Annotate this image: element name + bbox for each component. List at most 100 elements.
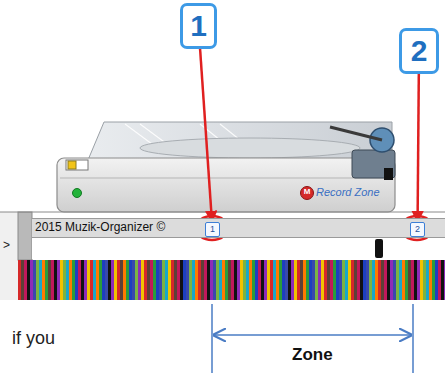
color-stripe xyxy=(438,260,441,300)
node-text: 1 xyxy=(190,11,207,41)
color-stripe xyxy=(408,260,411,300)
color-stripe xyxy=(369,260,372,300)
color-stripe xyxy=(153,260,156,300)
color-stripe xyxy=(138,260,141,300)
color-stripe xyxy=(198,260,201,300)
color-stripe xyxy=(360,260,363,300)
color-stripe xyxy=(96,260,99,300)
color-stripe xyxy=(201,260,204,300)
color-stripe xyxy=(321,260,324,300)
body-text: if you xyxy=(12,328,55,349)
color-stripe xyxy=(381,260,384,300)
color-stripe xyxy=(117,260,120,300)
color-stripe xyxy=(291,260,294,300)
color-stripe xyxy=(411,260,414,300)
color-stripe xyxy=(246,260,249,300)
color-stripe xyxy=(51,260,54,300)
node-text: 2015 Muzik-Organizer © xyxy=(32,219,445,236)
color-stripe xyxy=(372,260,375,300)
color-stripe xyxy=(309,260,312,300)
color-stripe xyxy=(336,260,339,300)
dimension-extension xyxy=(211,304,213,373)
color-stripe xyxy=(102,260,105,300)
color-stripe xyxy=(216,260,219,300)
dimension-line xyxy=(214,334,411,336)
callout-arrow xyxy=(418,74,419,222)
color-stripe xyxy=(177,260,180,300)
color-stripe xyxy=(21,260,24,300)
color-stripe xyxy=(363,260,366,300)
logo-disc xyxy=(301,187,314,200)
color-stripe xyxy=(270,260,273,300)
color-stripe xyxy=(144,260,147,300)
color-strip xyxy=(18,260,445,300)
color-stripe xyxy=(387,260,390,300)
title-bar: 2015 Muzik-Organizer ©1 2 xyxy=(32,218,445,238)
tonearm-lever xyxy=(384,168,393,180)
color-stripe xyxy=(252,260,255,300)
prompt-mark: > xyxy=(3,239,10,253)
color-stripe xyxy=(87,260,90,300)
color-stripe xyxy=(84,260,87,300)
color-stripe xyxy=(330,260,333,300)
frame-left xyxy=(0,212,20,300)
color-stripe xyxy=(141,260,144,300)
color-stripe xyxy=(345,260,348,300)
color-stripe xyxy=(288,260,291,300)
color-stripe xyxy=(261,260,264,300)
slider-handle xyxy=(375,239,383,258)
callout-arrow xyxy=(200,49,212,222)
color-stripe xyxy=(210,260,213,300)
color-stripe xyxy=(180,260,183,300)
color-stripe xyxy=(135,260,138,300)
color-stripe xyxy=(297,260,300,300)
color-stripe xyxy=(423,260,426,300)
color-stripe xyxy=(273,260,276,300)
color-stripe xyxy=(147,260,150,300)
color-stripe xyxy=(441,260,444,300)
color-stripe xyxy=(111,260,114,300)
zone-marker: 1 xyxy=(205,222,220,237)
color-stripe xyxy=(48,260,51,300)
color-stripe xyxy=(255,260,258,300)
color-stripe xyxy=(105,260,108,300)
color-stripe xyxy=(183,260,186,300)
zone-marker: 2 xyxy=(410,222,425,237)
dimension-extension xyxy=(412,304,414,373)
color-stripe xyxy=(63,260,66,300)
color-stripe xyxy=(225,260,228,300)
color-stripe xyxy=(300,260,303,300)
color-stripe xyxy=(348,260,351,300)
color-stripe xyxy=(396,260,399,300)
color-stripe xyxy=(195,260,198,300)
node-text: 1 xyxy=(207,224,218,235)
button-panel xyxy=(66,160,88,170)
color-stripe xyxy=(351,260,354,300)
color-stripe xyxy=(57,260,60,300)
body-seam xyxy=(60,178,392,179)
color-stripe xyxy=(402,260,405,300)
callout-box: 1 xyxy=(180,3,217,49)
color-stripe xyxy=(249,260,252,300)
color-stripe xyxy=(174,260,177,300)
color-stripe xyxy=(72,260,75,300)
color-stripe xyxy=(303,260,306,300)
turntable-body xyxy=(57,158,395,212)
color-stripe xyxy=(186,260,189,300)
node-text: 2 xyxy=(412,224,423,235)
color-stripe xyxy=(231,260,234,300)
color-stripe xyxy=(114,260,117,300)
brand-label: Record Zone xyxy=(316,186,380,199)
color-stripe xyxy=(78,260,81,300)
color-stripe xyxy=(36,260,39,300)
color-stripe xyxy=(324,260,327,300)
color-stripe xyxy=(45,260,48,300)
color-stripe xyxy=(306,260,309,300)
color-stripe xyxy=(444,260,445,300)
color-stripe xyxy=(357,260,360,300)
color-stripe xyxy=(237,260,240,300)
color-stripe xyxy=(393,260,396,300)
color-stripe xyxy=(129,260,132,300)
color-stripe xyxy=(69,260,72,300)
